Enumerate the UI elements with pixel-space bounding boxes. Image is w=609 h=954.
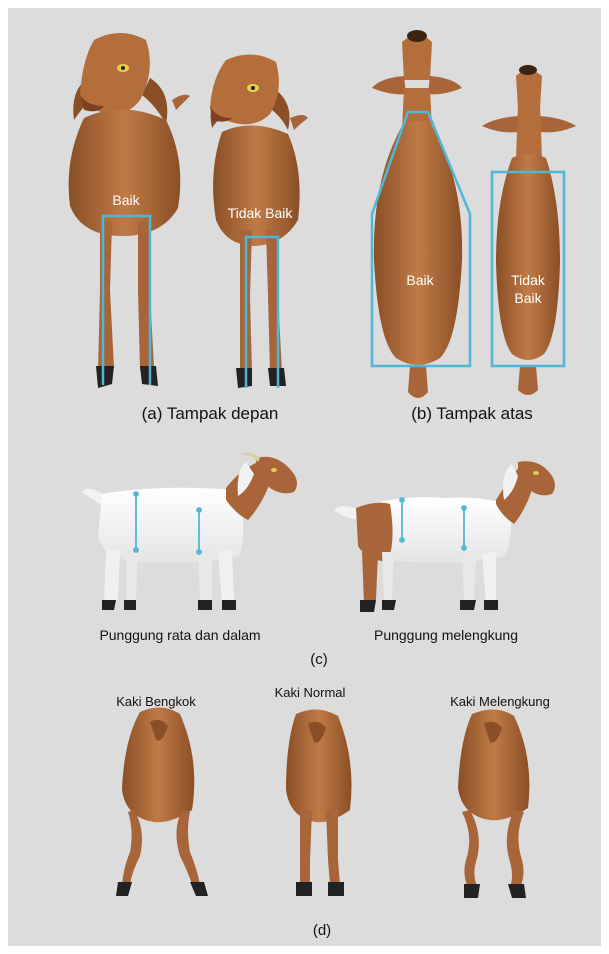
top-bad-label-line2: Baik bbox=[514, 290, 542, 306]
side-view-flat-back-goat bbox=[82, 452, 297, 610]
rear-middle-label: Kaki Normal bbox=[275, 685, 346, 700]
caption-b: (b) Tampak atas bbox=[411, 404, 533, 423]
top-view-bad-goat bbox=[482, 65, 576, 395]
top-good-label: Baik bbox=[406, 272, 434, 288]
rear-view-normal-legs-goat bbox=[286, 709, 352, 896]
front-good-label: Baik bbox=[112, 192, 140, 208]
front-bad-label: Tidak Baik bbox=[228, 205, 294, 221]
rear-view-curved-legs-goat bbox=[458, 709, 529, 898]
side-view-arched-back-goat bbox=[334, 461, 555, 612]
rear-left-label: Kaki Bengkok bbox=[116, 694, 196, 709]
top-bad-label-line1: Tidak bbox=[511, 272, 546, 288]
rear-right-label: Kaki Melengkung bbox=[450, 694, 550, 709]
side-right-caption: Punggung melengkung bbox=[374, 627, 518, 643]
front-view-good-goat bbox=[69, 33, 190, 388]
caption-d: (d) bbox=[313, 922, 331, 939]
top-view-good-goat bbox=[372, 30, 462, 398]
front-view-bad-goat bbox=[210, 54, 308, 388]
rear-view-bowed-legs-goat bbox=[116, 707, 208, 896]
caption-c: (c) bbox=[310, 651, 328, 668]
side-left-caption: Punggung rata dan dalam bbox=[99, 627, 260, 643]
caption-a: (a) Tampak depan bbox=[142, 404, 279, 423]
